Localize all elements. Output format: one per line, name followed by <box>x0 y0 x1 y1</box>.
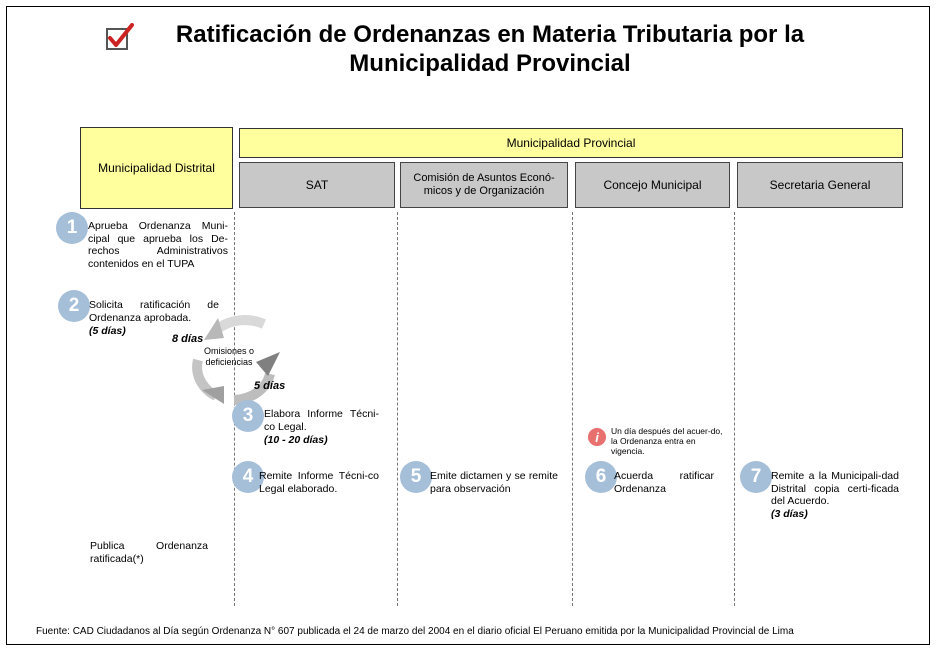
step-number-3: 3 <box>232 400 264 432</box>
cycle-right-duration: 5 días <box>254 380 286 392</box>
step-number-5: 5 <box>400 461 432 493</box>
page-frame <box>6 6 930 645</box>
footer-source: Fuente: CAD Ciudadanos al Día según Orde… <box>36 626 794 637</box>
header-concejo: Concejo Municipal <box>575 162 730 208</box>
header-provincial-label: Municipalidad Provincial <box>506 136 636 150</box>
header-distrital-label: Municipalidad Distrital <box>98 161 215 175</box>
header-comision-label: Comisión de Asuntos Econó-micos y de Org… <box>413 172 555 197</box>
step-3-duration: (10 - 20 días) <box>264 434 328 446</box>
header-comision: Comisión de Asuntos Econó-micos y de Org… <box>400 162 568 208</box>
cycle-label: Omisiones o deficiencias <box>203 346 255 367</box>
step-1-text: Aprueba Ordenanza Muni-cipal que aprueba… <box>88 220 228 270</box>
header-municipalidad-provincial: Municipalidad Provincial <box>239 128 903 158</box>
lane-divider <box>572 212 573 606</box>
step-number-7: 7 <box>740 461 772 493</box>
header-sat: SAT <box>239 162 395 208</box>
step-number-1: 1 <box>56 212 88 244</box>
step-5-text: Emite dictamen y se remite para observac… <box>430 470 558 495</box>
step-2-duration: (5 días) <box>89 325 126 337</box>
checkbox-icon <box>106 23 134 50</box>
step-number-6: 6 <box>585 461 617 493</box>
step-6-text: Acuerda ratificar Ordenanza <box>614 470 714 495</box>
header-municipalidad-distrital: Municipalidad Distrital <box>80 127 233 209</box>
step-7-duration: (3 días) <box>771 508 808 520</box>
lane-divider <box>734 212 735 606</box>
step-7-text: Remite a la Municipali-dad Distrital cop… <box>771 470 899 507</box>
lane-divider <box>397 212 398 606</box>
step-2-text: Solicita ratificación de Ordenanza aprob… <box>89 299 219 324</box>
publica-text: Publica Ordenanza ratificada(*) <box>90 540 208 565</box>
step-number-4: 4 <box>232 461 264 493</box>
step-3-text: Elabora Informe Técni-co Legal. <box>264 408 379 433</box>
cycle-left-duration: 8 días <box>172 333 204 345</box>
header-sat-label: SAT <box>305 178 329 192</box>
info-text: Un día después del acuer-do, la Ordenanz… <box>611 426 723 456</box>
page-title: Ratificación de Ordenanzas en Materia Tr… <box>175 21 805 77</box>
step-number-2: 2 <box>58 290 90 322</box>
info-icon: i <box>588 428 606 446</box>
step-4-text: Remite Informe Técni-co Legal elaborado. <box>259 470 379 495</box>
cycle-arrows-icon <box>192 315 280 405</box>
header-concejo-label: Concejo Municipal <box>603 178 702 192</box>
header-secretaria-label: Secretaria General <box>769 178 871 192</box>
header-secretaria: Secretaria General <box>737 162 903 208</box>
